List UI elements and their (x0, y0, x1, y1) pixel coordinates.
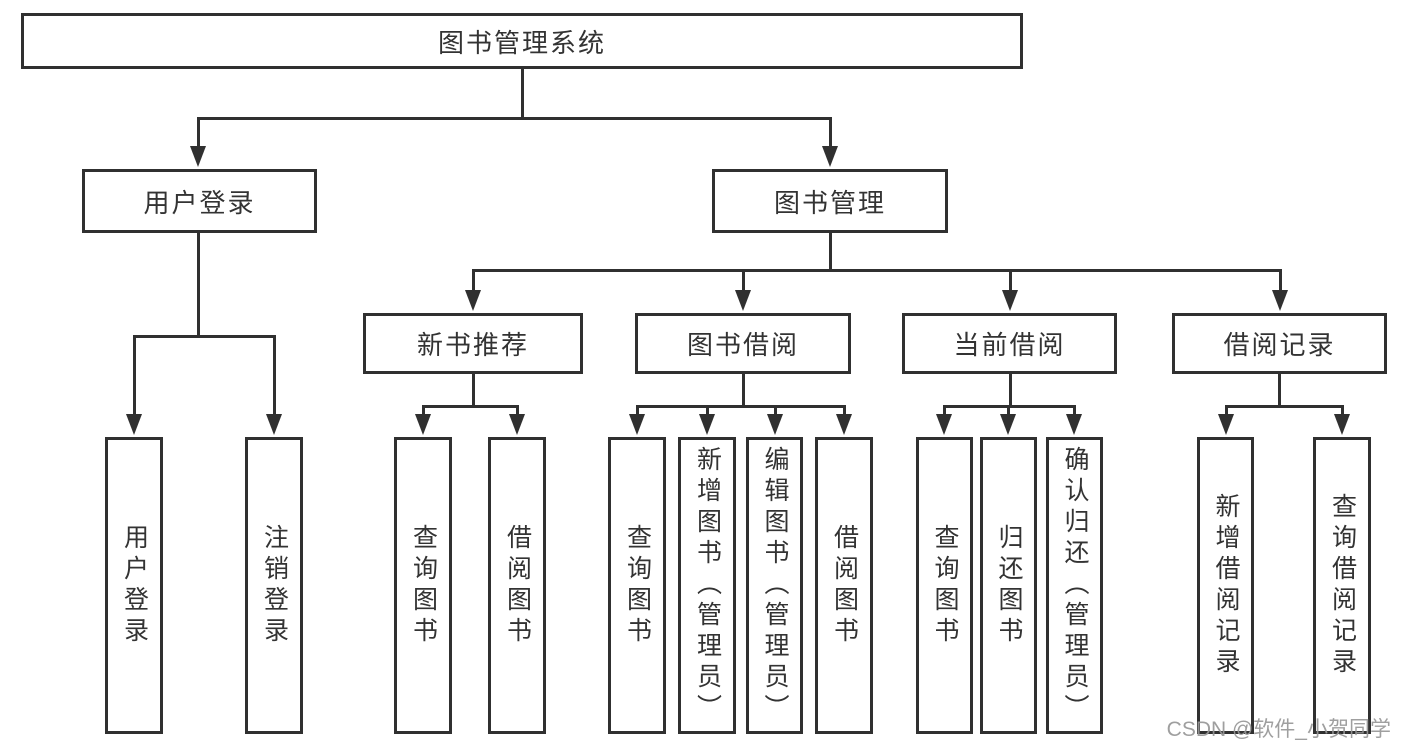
leaf-query-books-1-label: 查询图书 (409, 523, 438, 648)
arrowhead-down-icon (699, 414, 715, 435)
connector-arrow-shaft (272, 336, 276, 418)
leaf-edit-book-admin-label: 编辑图书（管理员） (761, 446, 789, 725)
connector-arrow-shaft (1340, 406, 1344, 418)
leaf-borrow-books-2: 借阅图书 (815, 437, 873, 734)
arrowhead-down-icon (1066, 414, 1082, 435)
leaf-logout: 注销登录 (245, 437, 303, 734)
leaf-query-books-1: 查询图书 (394, 437, 452, 734)
arrowhead-down-icon (629, 414, 645, 435)
leaf-borrow-books-2-label: 借阅图书 (830, 523, 859, 648)
connector-hline (1224, 404, 1344, 408)
leaf-confirm-return-admin-label: 确认归还（管理员） (1061, 446, 1089, 725)
connector-arrow-shaft (1278, 270, 1282, 294)
node-borrow-records-label: 借阅记录 (1223, 330, 1336, 360)
leaf-confirm-return-admin: 确认归还（管理员） (1046, 437, 1103, 734)
node-new-book-recommend-label: 新书推荐 (416, 330, 529, 360)
leaf-add-book-admin-label: 新增图书（管理员） (693, 446, 722, 725)
connector-arrow-shaft (942, 406, 946, 418)
connector-arrow-shaft (705, 406, 709, 418)
connector-arrow-shaft (196, 118, 200, 150)
node-root-label: 图书管理系统 (437, 27, 606, 58)
connector-vline (1277, 374, 1281, 406)
node-user-login: 用户登录 (82, 169, 317, 233)
leaf-query-books-2: 查询图书 (608, 437, 666, 734)
arrowhead-down-icon (266, 414, 282, 435)
arrowhead-down-icon (1218, 414, 1234, 435)
node-book-management-label: 图书管理 (773, 187, 886, 218)
leaf-add-borrow-record: 新增借阅记录 (1197, 437, 1254, 734)
node-current-borrow-label: 当前借阅 (953, 330, 1066, 360)
connector-arrow-shaft (421, 406, 425, 418)
watermark: CSDN @软件_小贺同学 (1166, 718, 1391, 741)
connector-vline (741, 374, 745, 406)
connector-arrow-shaft (515, 406, 519, 418)
leaf-borrow-books-1-label: 借阅图书 (503, 523, 532, 648)
leaf-query-books-3-label: 查询图书 (931, 523, 959, 648)
leaf-return-book: 归还图书 (980, 437, 1037, 734)
arrowhead-down-icon (190, 146, 206, 167)
leaf-add-borrow-record-label: 新增借阅记录 (1212, 492, 1240, 679)
leaf-borrow-books-1: 借阅图书 (488, 437, 546, 734)
arrowhead-down-icon (415, 414, 431, 435)
connector-arrow-shaft (132, 336, 136, 418)
connector-vline (196, 233, 200, 336)
arrowhead-down-icon (822, 146, 838, 167)
leaf-user-login: 用户登录 (105, 437, 163, 734)
leaf-query-books-2-label: 查询图书 (623, 523, 652, 648)
node-new-book-recommend: 新书推荐 (363, 313, 583, 374)
arrowhead-down-icon (1272, 290, 1288, 311)
connector-arrow-shaft (1008, 270, 1012, 294)
node-book-borrow-label: 图书借阅 (686, 330, 799, 360)
leaf-query-borrow-record: 查询借阅记录 (1313, 437, 1371, 734)
node-book-borrow: 图书借阅 (635, 313, 851, 374)
connector-vline (520, 69, 524, 118)
node-book-management: 图书管理 (712, 169, 948, 233)
leaf-query-books-3: 查询图书 (916, 437, 973, 734)
connector-hline (132, 334, 276, 338)
connector-arrow-shaft (1224, 406, 1228, 418)
connector-vline (828, 233, 832, 270)
connector-arrow-shaft (842, 406, 846, 418)
arrowhead-down-icon (1000, 414, 1016, 435)
connector-arrow-shaft (471, 270, 475, 294)
leaf-query-borrow-record-label: 查询借阅记录 (1328, 492, 1357, 679)
connector-arrow-shaft (741, 270, 745, 294)
connector-hline (635, 404, 846, 408)
leaf-add-book-admin: 新增图书（管理员） (678, 437, 736, 734)
arrowhead-down-icon (509, 414, 525, 435)
arrowhead-down-icon (735, 290, 751, 311)
connector-vline (1008, 374, 1012, 406)
connector-hline (471, 268, 1282, 272)
node-root: 图书管理系统 (21, 13, 1023, 69)
leaf-user-login-label: 用户登录 (120, 523, 149, 648)
arrowhead-down-icon (836, 414, 852, 435)
leaf-logout-label: 注销登录 (260, 523, 289, 648)
connector-arrow-shaft (1072, 406, 1076, 418)
node-current-borrow: 当前借阅 (902, 313, 1117, 374)
node-user-login-label: 用户登录 (143, 187, 256, 218)
leaf-return-book-label: 归还图书 (995, 523, 1023, 648)
connector-arrow-shaft (1006, 406, 1010, 418)
connector-arrow-shaft (635, 406, 639, 418)
arrowhead-down-icon (936, 414, 952, 435)
arrowhead-down-icon (1002, 290, 1018, 311)
connector-vline (471, 374, 475, 406)
node-borrow-records: 借阅记录 (1172, 313, 1387, 374)
leaf-edit-book-admin: 编辑图书（管理员） (746, 437, 803, 734)
arrowhead-down-icon (1334, 414, 1350, 435)
connector-arrow-shaft (828, 118, 832, 150)
arrowhead-down-icon (126, 414, 142, 435)
arrowhead-down-icon (465, 290, 481, 311)
connector-hline (196, 116, 832, 120)
connector-arrow-shaft (773, 406, 777, 418)
connector-hline (421, 404, 519, 408)
arrowhead-down-icon (767, 414, 783, 435)
